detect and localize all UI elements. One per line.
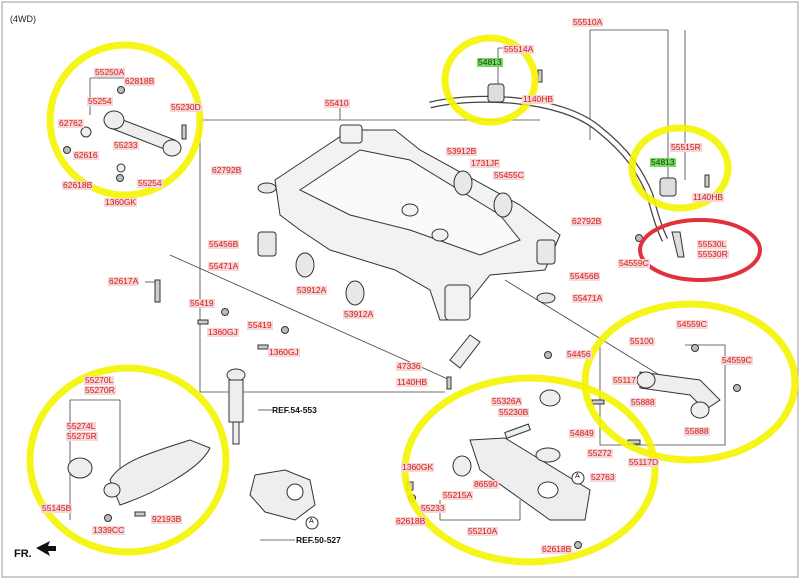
part-label-55326A[interactable]: 55326A — [491, 396, 523, 406]
part-label-54559C[interactable]: 54559C — [618, 258, 650, 268]
part-label-55410[interactable]: 55410 — [324, 98, 350, 108]
part-label-1360GK[interactable]: 1360GK — [104, 197, 138, 207]
ref-knuckle-label: REF.50-527 — [296, 535, 341, 545]
part-label-54849[interactable]: 54849 — [569, 428, 595, 438]
part-label-55888[interactable]: 55888 — [630, 397, 656, 407]
ref-circle-a-1 — [305, 516, 319, 530]
lower-arm — [452, 389, 591, 521]
part-label-55419[interactable]: 55419 — [189, 298, 215, 308]
part-label-47336[interactable]: 47336 — [396, 361, 422, 371]
part-label-55215A[interactable]: 55215A — [442, 490, 474, 500]
part-label-55275R[interactable]: 55275R — [66, 431, 98, 441]
part-label-55888-b[interactable]: 55888 — [684, 426, 710, 436]
part-label-55471A-b[interactable]: 55471A — [572, 293, 604, 303]
part-label-55100[interactable]: 55100 — [629, 336, 655, 346]
part-label-53912B[interactable]: 53912B — [446, 146, 478, 156]
part-label-92193B[interactable]: 92193B — [151, 514, 183, 524]
part-label-1360GJ-b[interactable]: 1360GJ — [268, 347, 300, 357]
highlight-upper-arm — [46, 41, 204, 199]
part-label-55230B[interactable]: 55230B — [498, 407, 530, 417]
part-label-55530R[interactable]: 55530R — [697, 249, 729, 259]
part-label-55456B[interactable]: 55456B — [208, 239, 240, 249]
upper-arm-assembly — [80, 110, 182, 173]
shock-absorber — [226, 368, 246, 445]
part-label-1339CC[interactable]: 1339CC — [92, 525, 126, 535]
highlight-stabilizer-bracket-right — [628, 124, 732, 212]
part-label-62792B-b[interactable]: 62792B — [571, 216, 603, 226]
part-label-55471A[interactable]: 55471A — [208, 261, 240, 271]
part-label-55254[interactable]: 55254 — [87, 96, 113, 106]
part-label-55145B[interactable]: 55145B — [41, 503, 73, 513]
lateral-arm — [636, 371, 721, 419]
stabilizer-mounts — [487, 83, 685, 258]
part-label-53912A[interactable]: 53912A — [296, 285, 328, 295]
part-label-55117D[interactable]: 55117D — [628, 457, 660, 467]
part-label-62792B[interactable]: 62792B — [211, 165, 243, 175]
part-label-55514A[interactable]: 55514A — [503, 44, 535, 54]
highlight-lateral-arm — [581, 300, 799, 464]
part-label-55272[interactable]: 55272 — [587, 448, 613, 458]
part-label-86590[interactable]: 86590 — [473, 479, 499, 489]
ref-circle-a-2 — [571, 471, 585, 485]
part-label-53912A-b[interactable]: 53912A — [343, 309, 375, 319]
part-label-55250A[interactable]: 55250A — [94, 67, 126, 77]
part-label-55254-b[interactable]: 55254 — [137, 178, 163, 188]
part-label-1140HB-c[interactable]: 1140HB — [396, 377, 429, 387]
part-label-55270L[interactable]: 55270L — [84, 375, 115, 385]
nuts — [63, 86, 741, 549]
part-label-62618B[interactable]: 62618B — [62, 180, 94, 190]
part-label-55455C[interactable]: 55455C — [493, 170, 525, 180]
knuckle — [249, 469, 316, 521]
part-label-55274L[interactable]: 55274L — [66, 421, 97, 431]
front-direction-label: FR. — [14, 548, 32, 560]
part-label-1140HB-b[interactable]: 1140HB — [692, 192, 725, 202]
highlight-trailing-arm — [26, 364, 230, 556]
part-label-62617A[interactable]: 62617A — [108, 276, 140, 286]
part-label-55530L[interactable]: 55530L — [697, 239, 728, 249]
part-label-1731JF[interactable]: 1731JF — [470, 158, 501, 168]
ref-shock-label: REF.54-553 — [272, 405, 317, 415]
part-label-54813[interactable]: 54813 — [477, 57, 503, 67]
part-label-62618B-c[interactable]: 62618B — [541, 544, 573, 554]
part-label-55233[interactable]: 55233 — [113, 140, 139, 150]
part-label-55515R[interactable]: 55515R — [670, 142, 702, 152]
bushings — [257, 170, 556, 306]
part-label-62762[interactable]: 62762 — [58, 118, 84, 128]
part-label-54559C-b[interactable]: 54559C — [676, 319, 708, 329]
crossmember — [274, 124, 561, 321]
part-label-1360GK-b[interactable]: 1360GK — [401, 462, 435, 472]
part-label-1360GJ[interactable]: 1360GJ — [207, 327, 239, 337]
part-label-54559C-c[interactable]: 54559C — [721, 355, 753, 365]
part-label-55210A[interactable]: 55210A — [467, 526, 499, 536]
part-label-55117[interactable]: 55117 — [612, 375, 638, 385]
part-label-55270R[interactable]: 55270R — [84, 385, 116, 395]
part-label-1140HB[interactable]: 1140HB — [522, 94, 555, 104]
part-label-62616[interactable]: 62616 — [73, 150, 99, 160]
front-arrow-icon — [36, 541, 56, 556]
bump-stopper — [449, 334, 481, 369]
part-label-54813-b[interactable]: 54813 — [650, 157, 676, 167]
part-label-55230D[interactable]: 55230D — [170, 102, 202, 112]
bolts — [134, 69, 710, 517]
part-label-55510A[interactable]: 55510A — [572, 17, 604, 27]
drive-type-label: (4WD) — [10, 14, 36, 24]
trailing-arm — [67, 439, 211, 506]
part-label-62618B-b[interactable]: 62618B — [395, 516, 427, 526]
ref-circle-letter-1: A — [309, 518, 314, 525]
ref-circle-letter-2: A — [575, 473, 580, 480]
part-label-55233-b[interactable]: 55233 — [420, 503, 446, 513]
part-label-52763[interactable]: 52763 — [590, 472, 616, 482]
part-label-54456[interactable]: 54456 — [566, 349, 592, 359]
highlight-stabilizer-link — [638, 218, 762, 282]
highlight-rings — [26, 34, 799, 566]
part-label-55456B-b[interactable]: 55456B — [569, 271, 601, 281]
part-label-55419-b[interactable]: 55419 — [247, 320, 273, 330]
part-label-62818B[interactable]: 62818B — [124, 76, 156, 86]
highlight-stabilizer-bracket-left — [441, 34, 539, 126]
